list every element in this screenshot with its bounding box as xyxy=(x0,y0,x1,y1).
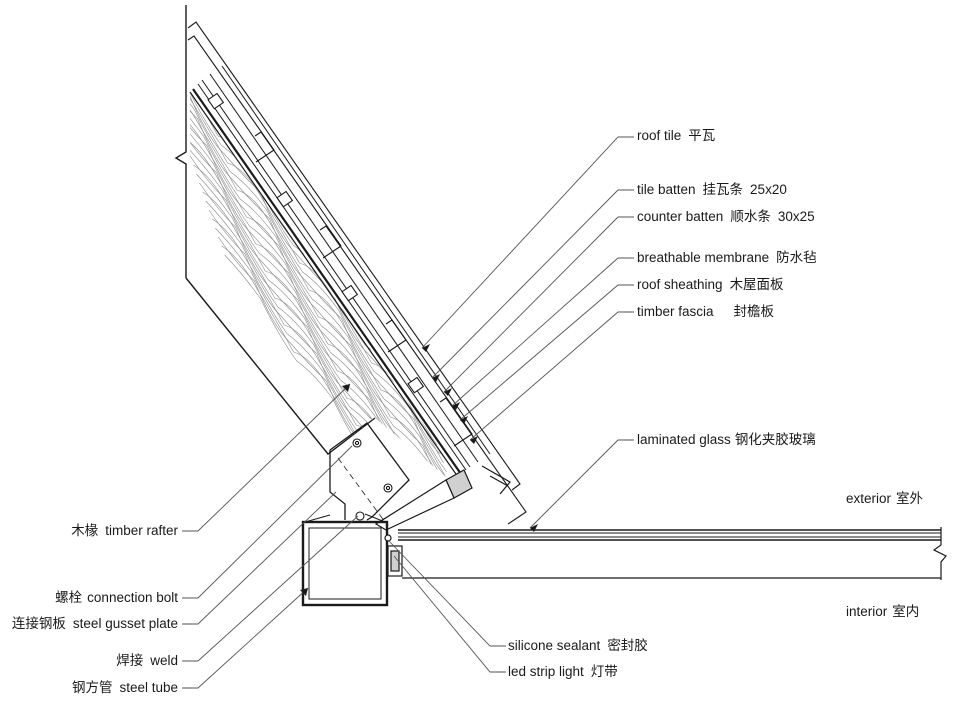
roof-tile-edge xyxy=(187,21,521,491)
wood-grain-line xyxy=(202,191,460,480)
wood-grain-line xyxy=(190,92,435,437)
wood-grain-line xyxy=(190,155,460,480)
wood-grain-line xyxy=(224,254,460,480)
roof-tile xyxy=(254,131,342,259)
wood-grain-line xyxy=(211,218,460,480)
wood-grain-line xyxy=(196,173,460,480)
laminated-glass xyxy=(398,527,947,580)
steel-gusset-plate xyxy=(329,422,410,523)
wood-grain-line xyxy=(193,164,460,480)
wood-grain-line xyxy=(190,110,460,480)
wood-grain-line xyxy=(199,182,460,480)
roof-tile xyxy=(385,319,473,447)
roof-tile xyxy=(439,397,527,525)
led-strip-light xyxy=(384,534,403,577)
leader-arrows xyxy=(300,344,538,596)
wood-grain xyxy=(190,92,460,480)
wood-grain-line xyxy=(208,209,460,480)
wood-grain-line xyxy=(190,92,454,480)
connection-bolts xyxy=(352,438,393,521)
roof-tiles xyxy=(187,21,527,525)
timber-fascia xyxy=(374,465,511,531)
wood-grain-line xyxy=(190,92,450,480)
timber-rafter xyxy=(174,5,376,455)
wood-grain-line xyxy=(215,227,460,480)
wood-grain-line xyxy=(190,119,460,480)
wood-grain-line xyxy=(190,128,460,480)
roof-layers xyxy=(189,65,491,478)
wood-grain-line xyxy=(190,101,460,480)
leader-lines xyxy=(182,136,634,689)
wood-grain-line xyxy=(205,200,460,480)
wood-grain-line xyxy=(190,92,457,480)
tile-battens xyxy=(207,92,425,394)
wood-grain-line xyxy=(190,92,447,473)
